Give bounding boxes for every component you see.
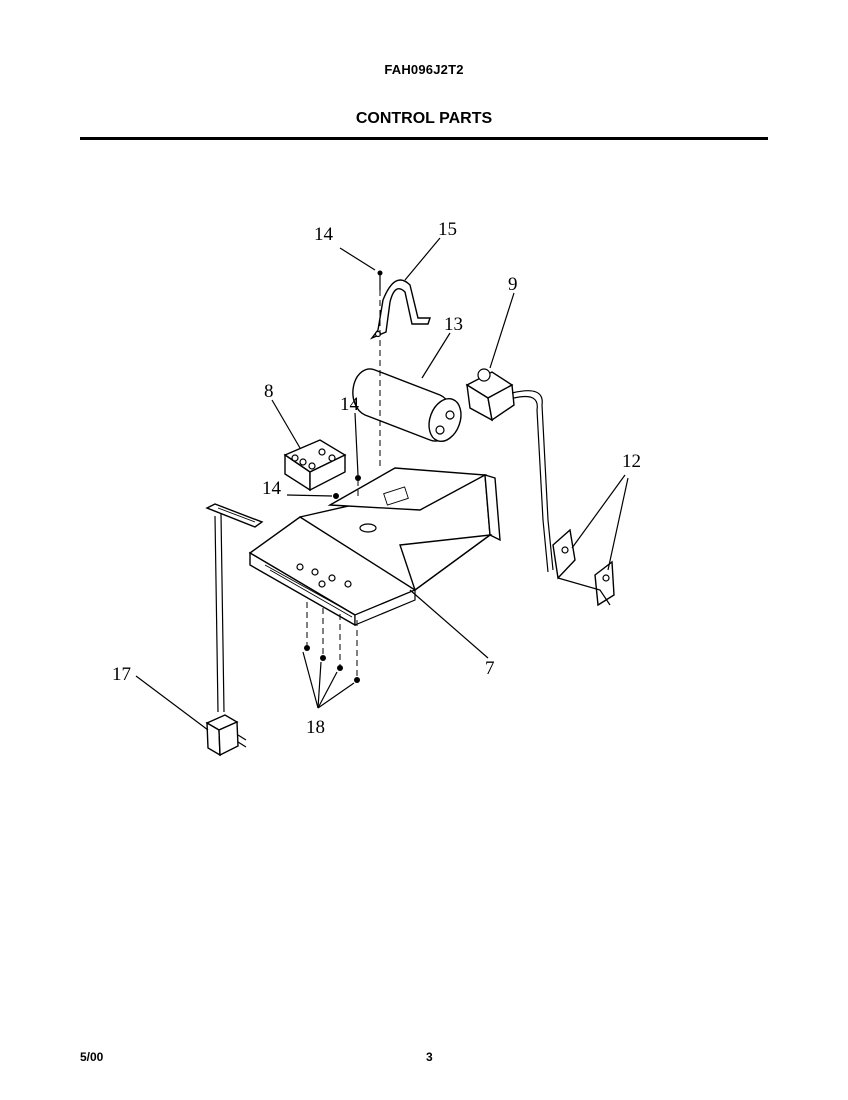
model-number: FAH096J2T2 [384,62,464,77]
assembly-lines [306,290,381,677]
part-9-thermostat [465,368,554,573]
header-rule [80,137,768,140]
callout-labels: 14 15 9 13 8 14 14 12 7 17 18 [112,219,641,738]
section-title: CONTROL PARTS [355,110,493,127]
callout-8: 8 [264,381,274,402]
callout-14-middle: 14 [340,394,360,415]
callout-13: 13 [444,314,463,335]
revision-date: 5/00 [80,1050,104,1064]
part-15-capacitor-strap [369,279,431,340]
callout-15: 15 [438,219,457,240]
part-7-control-bracket [248,467,501,627]
callout-14-top: 14 [314,224,334,245]
callout-17: 17 [112,664,131,685]
page-number: 3 [426,1050,433,1064]
callout-18: 18 [306,717,325,738]
callout-7: 7 [485,658,495,679]
part-17-power-cord [205,503,264,757]
callout-12: 12 [622,451,641,472]
callout-9: 9 [508,274,518,295]
part-12-brackets [552,528,615,607]
part-14-screws [333,270,383,499]
leader-lines [135,237,629,731]
part-18-screws [304,645,360,683]
part-8-relay [283,439,347,492]
callout-14-lower: 14 [262,478,282,499]
part-13-capacitor [352,368,462,443]
